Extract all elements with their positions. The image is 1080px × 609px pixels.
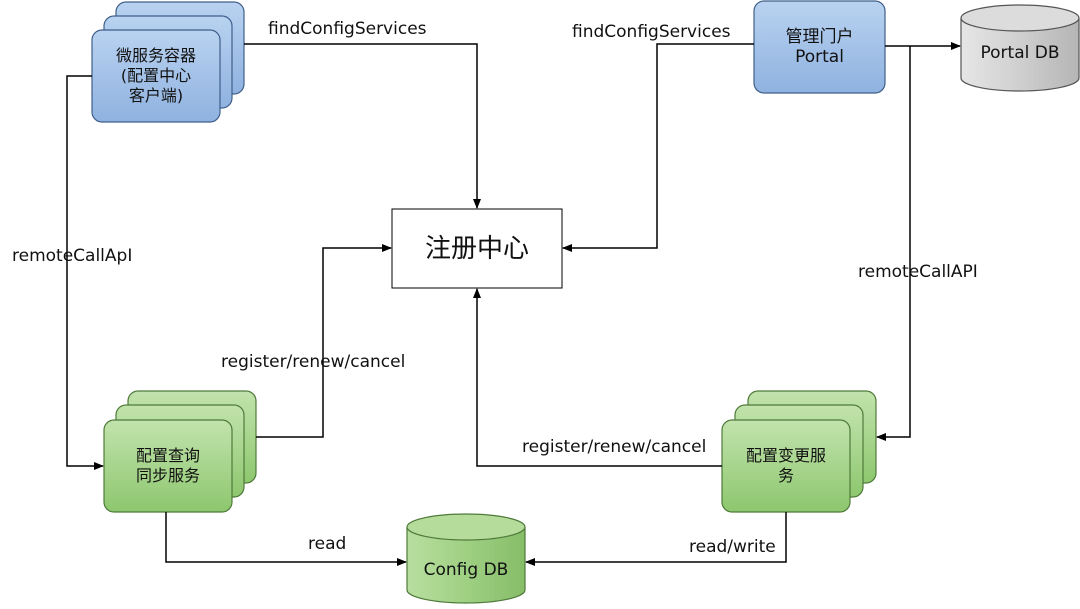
- edge-find-config-right: [562, 43, 754, 252]
- admin-portal-label: 管理门户 Portal: [785, 27, 854, 67]
- find-config-right-label: findConfigServices: [572, 22, 731, 42]
- config-db-label: Config DB: [423, 560, 509, 580]
- config-query-service-stack: [103, 390, 257, 513]
- read-write-label: read/write: [689, 537, 776, 557]
- register-left-label: register/renew/cancel: [221, 352, 406, 372]
- portal-db-cylinder: [960, 4, 1080, 92]
- register-right-label: register/renew/cancel: [522, 437, 707, 457]
- edge-read-write: [525, 512, 787, 566]
- config-query-service-label: 配置查询 同步服务: [135, 446, 200, 485]
- edge-read: [165, 512, 407, 566]
- edge-remote-call-right: [876, 46, 911, 441]
- config-db-cylinder: [406, 513, 526, 604]
- microservice-container-label: 微服务容器 (配置中心 客户端): [115, 46, 196, 105]
- edge-register-right: [473, 288, 722, 467]
- find-config-left-label: findConfigServices: [268, 19, 427, 39]
- registry-label: 注册中心: [424, 233, 529, 264]
- edge-register-left: [256, 244, 392, 438]
- admin-portal-box: [753, 0, 886, 94]
- read-label: read: [308, 534, 347, 554]
- microservice-container-stack: [91, 1, 245, 123]
- edge-remote-call-left: [66, 75, 104, 470]
- config-change-service-label: 配置变更服 务: [745, 446, 826, 485]
- edge-find-config-left: [244, 43, 481, 209]
- remote-call-left-label: remoteCallApI: [12, 246, 133, 266]
- portal-db-label: Portal DB: [980, 43, 1060, 63]
- remote-call-right-label: remoteCallAPI: [858, 262, 978, 282]
